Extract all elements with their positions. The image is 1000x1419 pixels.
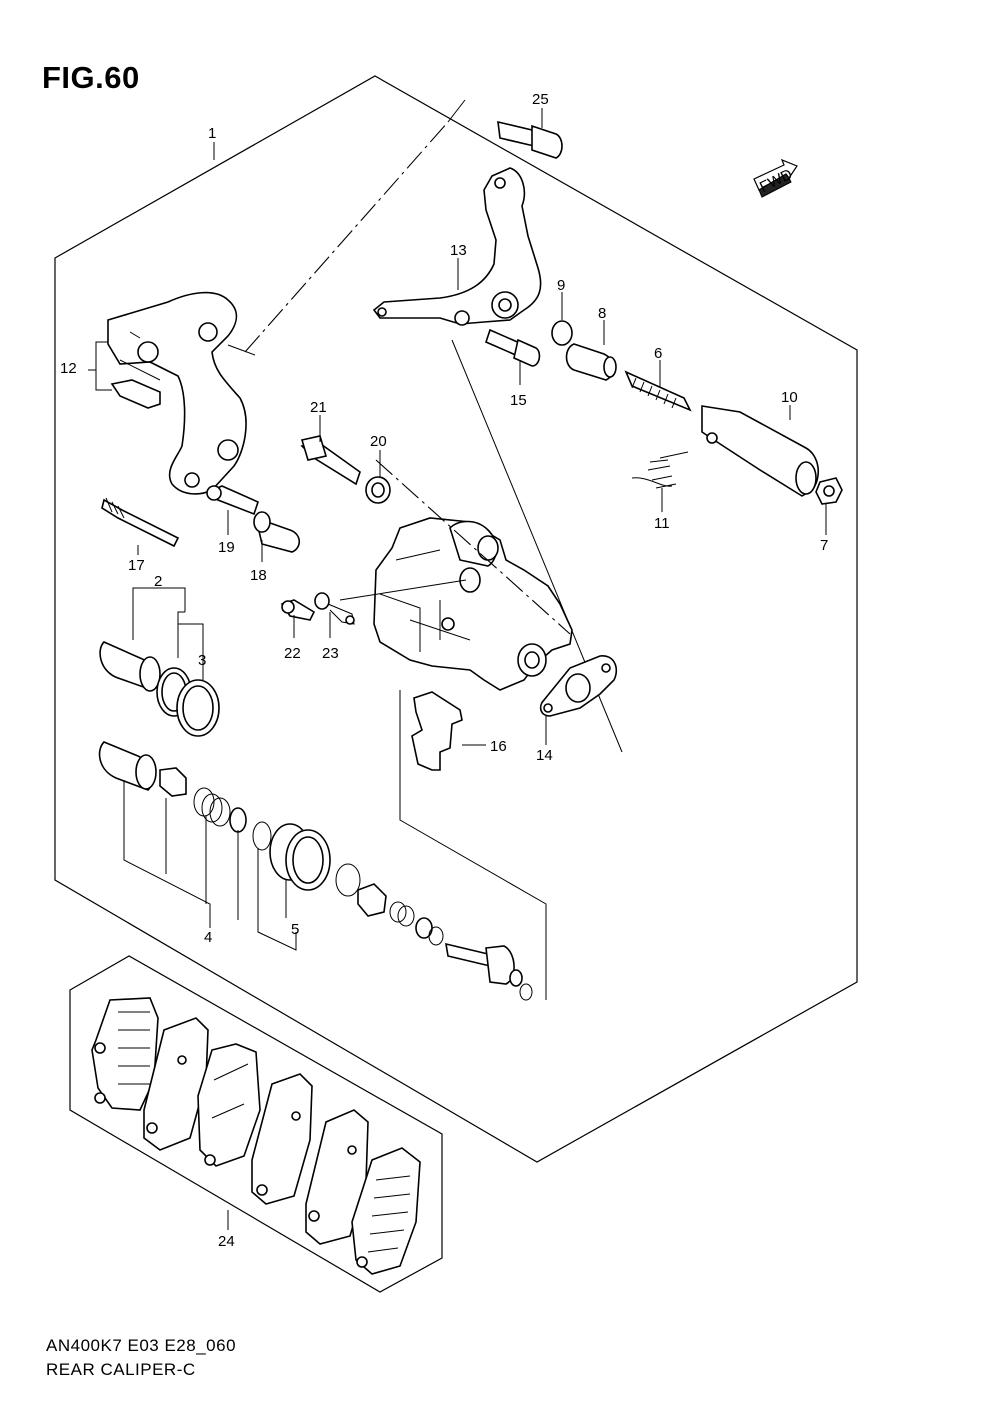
figure-title: FIG.60: [42, 60, 140, 95]
bleeder-cap-23: [314, 592, 355, 625]
sleeve-18: [253, 511, 301, 553]
callout-5: 5: [291, 921, 299, 938]
parking-lever-arm: [372, 167, 542, 326]
assembly-outline: [54, 75, 858, 1163]
bleeder-22: [280, 599, 316, 621]
adjuster-8: [565, 343, 617, 381]
callout-13: 13: [450, 242, 467, 259]
pad-shim-f: [351, 1147, 421, 1275]
callout-15: 15: [510, 392, 527, 409]
caliper-body: [373, 517, 573, 691]
callout-6: 6: [654, 345, 662, 362]
return-spring-11: [631, 451, 689, 489]
callout-11: 11: [654, 515, 670, 532]
callout-8: 8: [598, 305, 606, 322]
callout-4: 4: [204, 929, 212, 946]
piston-seal-3: [156, 667, 220, 737]
pad-pin-17: [101, 497, 180, 548]
pad-set-outline: [69, 955, 443, 1293]
callout-18: 18: [250, 567, 267, 584]
bolt-15: [485, 328, 541, 367]
piston-2: [99, 641, 161, 692]
part-name: REAR CALIPER-C: [46, 1360, 196, 1379]
nut-7: [815, 477, 843, 505]
pad-spring: [110, 379, 161, 409]
pad-spring-16: [411, 691, 463, 771]
callout-19: 19: [218, 539, 235, 556]
adjuster-screw-6: [624, 370, 692, 412]
callout-23: 23: [322, 645, 339, 662]
pin-19: [206, 485, 259, 516]
gasket-14: [539, 655, 618, 717]
callout-21: 21: [310, 399, 327, 416]
callout-20: 20: [370, 433, 387, 450]
callout-3: 3: [198, 652, 206, 669]
callout-9: 9: [557, 277, 565, 294]
parking-lever-10: [701, 405, 819, 497]
piston-4: [98, 741, 272, 851]
callout-2: 2: [154, 573, 162, 590]
callout-24: 24: [218, 1233, 235, 1250]
boot-20: [365, 476, 391, 504]
slide-pin-21: [300, 435, 361, 486]
callout-1: 1: [208, 125, 216, 142]
callout-7: 7: [820, 537, 828, 554]
callout-10: 10: [781, 389, 798, 406]
callout-22: 22: [284, 645, 301, 662]
model-code: AN400K7 E03 E28_060: [46, 1336, 237, 1355]
brake-pad-c: [197, 1043, 261, 1167]
pad-plate-d: [251, 1073, 313, 1205]
callout-16: 16: [490, 738, 507, 755]
fwd-arrow-icon: FWD: [753, 158, 798, 198]
oring-9: [551, 320, 573, 346]
callout-17: 17: [128, 557, 145, 574]
caliper-bracket: [107, 291, 247, 495]
callout-25: 25: [532, 91, 549, 108]
callout-14: 14: [536, 747, 553, 764]
piston-seal-5: [269, 823, 533, 1001]
bolt-25: [497, 120, 563, 159]
callout-12: 12: [60, 360, 77, 377]
